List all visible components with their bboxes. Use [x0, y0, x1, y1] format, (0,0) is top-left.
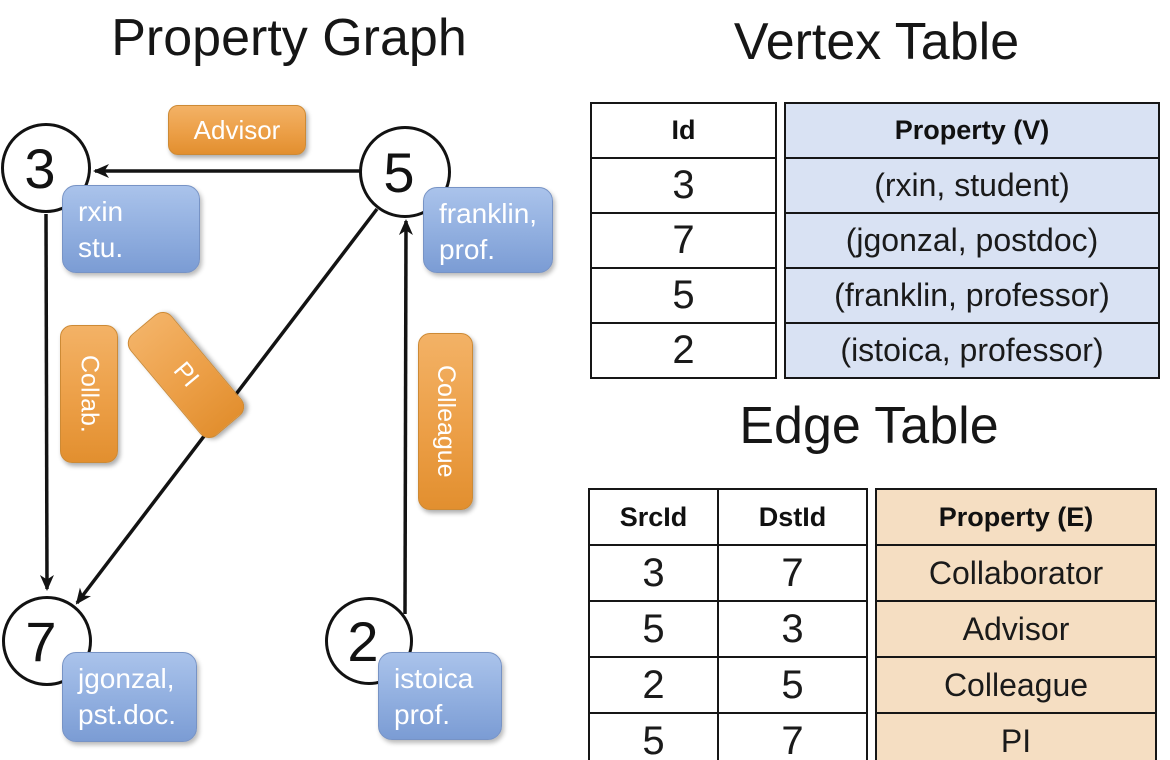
- edge-dstid-cell: 3: [717, 600, 868, 658]
- vertex-table: Id 3 7 5 2 Property (V) (rxin, student) …: [590, 102, 1160, 379]
- vertex-property-cell: (rxin, student): [784, 157, 1160, 214]
- edge-property-cell: Colleague: [875, 656, 1157, 714]
- label-line: prof.: [394, 699, 451, 730]
- vertex-property-header: Property (V): [784, 102, 1160, 159]
- label-line: rxin: [78, 196, 124, 227]
- property-graph-title: Property Graph: [111, 9, 467, 67]
- label-line: stu.: [78, 232, 124, 263]
- label-line: istoica: [394, 663, 474, 694]
- graph-node-5: 5: [359, 126, 451, 218]
- node-3-id: 3: [24, 136, 56, 200]
- node-2-id: 2: [347, 609, 379, 673]
- edge-colleague-2-to-5: [398, 219, 413, 615]
- edge-property-table: Property (E) Collaborator Advisor Collea…: [875, 488, 1157, 760]
- edge-dstid-cell: 7: [717, 712, 868, 760]
- edge-srcid-cell: 3: [588, 544, 719, 602]
- vertex-id-cell: 7: [590, 212, 777, 269]
- edge-property-cell: PI: [875, 712, 1157, 760]
- vertex-property-cell: (franklin, professor): [784, 267, 1160, 324]
- edge-collaborator-3-to-7: [39, 213, 54, 591]
- vertex-property-table: Property (V) (rxin, student) (jgonzal, p…: [784, 102, 1160, 379]
- label-line: prof.: [439, 234, 496, 265]
- edge-table: SrcId DstId 3 7 5 3 2 5 5 7 Property (E)…: [588, 488, 1157, 760]
- vertex-id-header: Id: [590, 102, 777, 159]
- edge-dstid-cell: 5: [717, 656, 868, 714]
- edge-property-cell: Advisor: [875, 600, 1157, 658]
- edge-ids-table: SrcId DstId 3 7 5 3 2 5 5 7: [588, 488, 868, 760]
- vertex-id-cell: 2: [590, 322, 777, 379]
- vertex-property-cell: (istoica, professor): [784, 322, 1160, 379]
- vertex-property-label-5: franklin, prof.: [423, 187, 553, 273]
- vertex-id-table: Id 3 7 5 2: [590, 102, 777, 379]
- vertex-property-label-2: istoica prof.: [378, 652, 502, 740]
- edge-srcid-cell: 5: [588, 712, 719, 760]
- edge-property-header: Property (E): [875, 488, 1157, 546]
- label-line: pst.doc.: [78, 699, 177, 730]
- label-line: jgonzal,: [78, 663, 175, 694]
- edge-label-advisor: Advisor: [168, 105, 306, 155]
- vertex-property-label-7: jgonzal, pst.doc.: [62, 652, 197, 742]
- node-5-id: 5: [383, 140, 415, 204]
- graph-node-2: 2: [325, 597, 413, 685]
- vertex-id-cell: 5: [590, 267, 777, 324]
- vertex-table-title: Vertex Table: [733, 13, 1020, 71]
- edge-srcid-cell: 5: [588, 600, 719, 658]
- vertex-id-cell: 3: [590, 157, 777, 214]
- edge-table-title: Edge Table: [739, 397, 999, 455]
- edge-label-collab: Collab.: [60, 325, 118, 463]
- edge-srcid-cell: 2: [588, 656, 719, 714]
- node-7-id: 7: [25, 609, 57, 673]
- edge-srcid-header: SrcId: [588, 488, 719, 546]
- label-line: franklin,: [439, 198, 538, 229]
- edge-dstid-cell: 7: [717, 544, 868, 602]
- vertex-property-label-3: rxin stu.: [62, 185, 200, 273]
- edge-property-cell: Collaborator: [875, 544, 1157, 602]
- edge-label-colleague: Colleague: [418, 333, 473, 510]
- edge-dstid-header: DstId: [717, 488, 868, 546]
- vertex-property-cell: (jgonzal, postdoc): [784, 212, 1160, 269]
